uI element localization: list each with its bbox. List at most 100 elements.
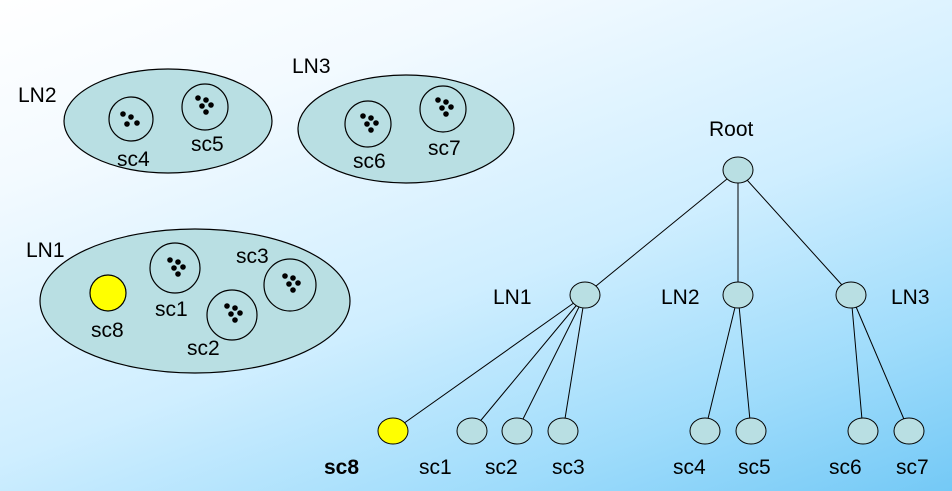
edge-ln1-sc2 — [516, 294, 586, 432]
tree-leaf-sc2 — [501, 417, 533, 445]
tree-label-sc5: sc5 — [738, 456, 771, 479]
subcluster-circle — [181, 83, 229, 131]
subcluster-label: sc2 — [187, 337, 220, 360]
tree-node-ln2 — [722, 281, 754, 309]
dot — [443, 111, 449, 117]
dot — [180, 264, 186, 270]
tree-label-sc3: sc3 — [552, 456, 585, 479]
edge-root-ln1 — [584, 169, 739, 296]
dot — [120, 111, 126, 117]
dot — [228, 311, 234, 317]
dots — [224, 303, 243, 323]
dot — [360, 113, 366, 119]
dots — [167, 257, 186, 277]
dot — [368, 115, 374, 121]
tree-leaf-sc3 — [547, 417, 579, 445]
tree-node-ln1 — [569, 281, 601, 309]
edge-ln1-sc8 — [392, 294, 586, 432]
dot — [443, 99, 449, 105]
edge-ln1-sc1 — [471, 294, 586, 432]
subcluster-sc3: sc3 — [236, 245, 317, 312]
dot — [448, 104, 454, 110]
subcluster-sc4: sc4 — [108, 96, 154, 171]
subcluster-sc2: sc2 — [187, 289, 258, 360]
edge-root-ln3 — [737, 169, 852, 296]
dot — [134, 120, 140, 126]
tree-label-sc7: sc7 — [896, 456, 929, 479]
dot — [368, 127, 374, 133]
tree-label-sc8: sc8 — [324, 456, 359, 479]
tree-label-ln1: LN1 — [493, 286, 532, 309]
tree-leaf-sc4 — [689, 417, 721, 445]
subcluster-sc8: sc8 — [89, 274, 127, 342]
tree-node-ln3 — [835, 281, 867, 309]
dot — [286, 281, 292, 287]
cluster-label: LN2 — [18, 84, 57, 107]
dot — [364, 121, 370, 127]
subcluster-sc6: sc6 — [344, 100, 392, 173]
dot — [224, 303, 230, 309]
tree-label-sc2: sc2 — [485, 456, 518, 479]
subcluster-label: sc6 — [353, 150, 386, 173]
tree-label-ln3: LN3 — [891, 286, 930, 309]
dot — [199, 103, 205, 109]
dots — [435, 97, 454, 117]
dot — [373, 120, 379, 126]
tree-labels: Root LN1 LN2 LN3 sc8 sc1 sc2 sc3 sc4 sc5… — [324, 118, 930, 479]
dot — [439, 105, 445, 111]
edge-ln3-sc6 — [850, 294, 864, 432]
dots — [195, 95, 214, 115]
dot — [203, 97, 209, 103]
dot — [208, 102, 214, 108]
subcluster-label: sc1 — [155, 298, 188, 321]
tree-leaf-sc6 — [847, 417, 879, 445]
edge-ln1-sc3 — [562, 294, 586, 432]
subcluster-sc7: sc7 — [419, 85, 467, 160]
subcluster-label: sc8 — [91, 319, 124, 342]
tree-label-root: Root — [709, 118, 754, 141]
tree-leaf-sc8 — [377, 417, 409, 445]
tree-nodes — [377, 156, 925, 445]
dot — [203, 109, 209, 115]
dots — [360, 113, 379, 133]
cluster-label: LN3 — [292, 55, 331, 78]
dot — [171, 265, 177, 271]
tree-leaf-sc7 — [893, 417, 925, 445]
tree-label-sc4: sc4 — [673, 456, 706, 479]
dot — [195, 95, 201, 101]
dot — [295, 280, 301, 286]
tree-label-sc6: sc6 — [829, 456, 862, 479]
dot — [282, 273, 288, 279]
dot — [237, 310, 243, 316]
dot — [435, 97, 441, 103]
dot — [128, 114, 134, 120]
dot — [290, 287, 296, 293]
dot — [232, 305, 238, 311]
tree-label-sc1: sc1 — [419, 456, 452, 479]
subcluster-label: sc7 — [428, 137, 461, 160]
cluster-ln3: LN3 sc6 sc7 — [292, 55, 515, 184]
cluster-ln2: LN2 sc4 sc5 — [18, 68, 273, 174]
cluster-ln1: LN1 sc8 sc1 sc3 sc2 — [26, 228, 351, 374]
tree-leaf-sc5 — [735, 417, 767, 445]
edge-ln3-sc7 — [850, 294, 910, 432]
tree-node-root — [722, 156, 754, 184]
cluster-label: LN1 — [26, 239, 65, 262]
subcluster-sc5: sc5 — [181, 83, 229, 156]
dot — [175, 271, 181, 277]
tree-edges — [392, 169, 910, 432]
subcluster-label: sc4 — [117, 148, 150, 171]
dot — [232, 317, 238, 323]
tree-label-ln2: LN2 — [661, 286, 700, 309]
dot — [290, 275, 296, 281]
dots — [282, 273, 301, 293]
subcluster-circle-highlight — [89, 274, 127, 312]
subcluster-label: sc5 — [191, 133, 224, 156]
edge-ln2-sc4 — [704, 294, 739, 432]
subcluster-label: sc3 — [236, 245, 269, 268]
cluster-ellipse — [63, 68, 273, 174]
tree-leaf-sc1 — [456, 417, 488, 445]
cluster-ellipse — [297, 74, 515, 184]
